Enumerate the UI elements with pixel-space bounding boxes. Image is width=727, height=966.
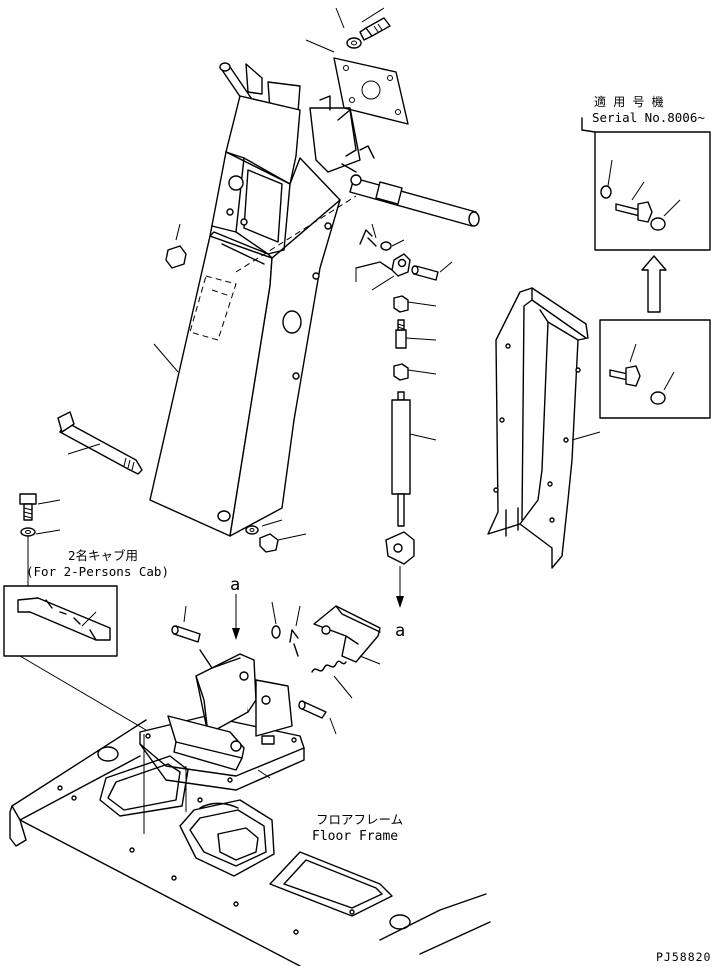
detail-box-upper xyxy=(581,117,711,251)
mounting-plate xyxy=(305,39,409,125)
clip-mid xyxy=(289,605,301,657)
two-person-detail-box xyxy=(3,585,147,731)
spring xyxy=(311,660,353,699)
two-person-label-en: (For 2-Persons Cab) xyxy=(26,564,169,579)
serial-label-en: Serial No.8006~ xyxy=(592,110,705,125)
callout-a-top: a xyxy=(230,575,240,595)
top-bolt xyxy=(359,7,391,41)
floor-frame-label-jp: フロアフレーム xyxy=(316,812,403,827)
column-washer-bottom xyxy=(245,519,307,553)
pin-left xyxy=(171,605,201,643)
washer-mid xyxy=(271,601,281,639)
two-person-label-jp: 2名キャブ用 xyxy=(68,548,138,563)
stopper-bracket xyxy=(313,605,381,665)
console-column xyxy=(149,62,361,537)
upgrade-arrow xyxy=(641,255,667,313)
detail-box-lower xyxy=(599,319,711,419)
pin-lower xyxy=(298,700,337,735)
top-washer xyxy=(335,7,362,49)
small-bolt-left xyxy=(19,493,61,521)
pedal-bracket xyxy=(139,649,305,791)
floor-frame xyxy=(9,719,491,966)
damper-assembly xyxy=(355,223,453,608)
side-cover xyxy=(487,287,601,569)
upper-rod xyxy=(341,145,480,227)
floor-frame-label-en: Floor Frame xyxy=(312,829,398,844)
callout-a-arrow xyxy=(232,594,240,640)
serial-label-jp: 適 用 号 機 xyxy=(594,94,664,109)
column-nut-left xyxy=(165,223,187,269)
drawing-code: PJ58820 xyxy=(656,950,711,964)
callout-a-right: a xyxy=(395,621,405,641)
small-washer-left xyxy=(20,527,61,586)
long-bolt xyxy=(57,411,143,475)
